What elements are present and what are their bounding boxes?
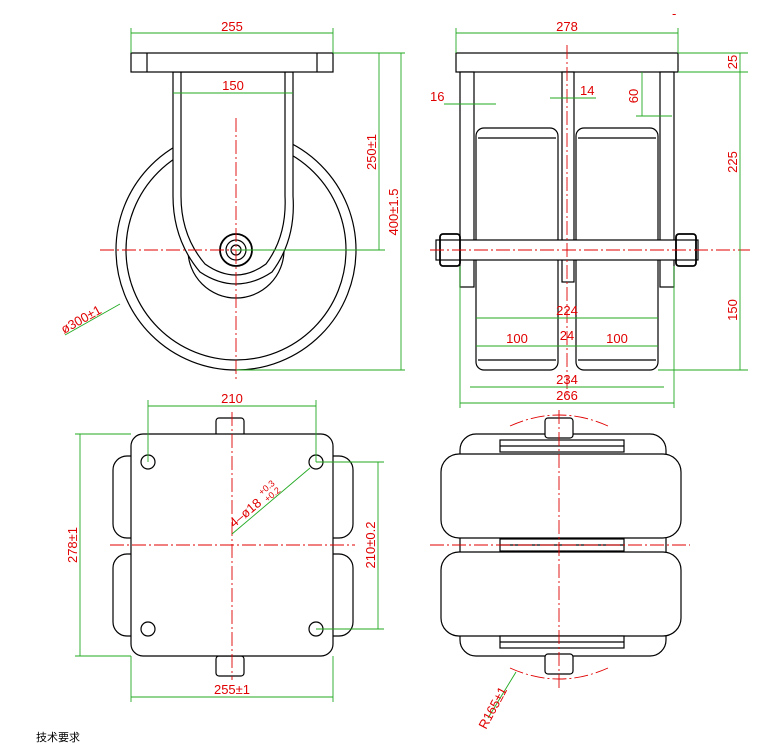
dim-plate-width: 255±1 bbox=[214, 682, 250, 697]
fork-leg-center bbox=[561, 71, 575, 283]
footer-note: 技术要求 bbox=[36, 731, 80, 743]
mounting-hole-bl bbox=[140, 621, 156, 637]
dim-tread-right: 100 bbox=[606, 331, 628, 346]
bottom-wheel-bottom bbox=[440, 551, 682, 637]
dim-center-leg-thickness: 14 bbox=[580, 83, 594, 98]
fork-leg-left bbox=[459, 71, 475, 288]
dim-overall-height: 400±1.5 bbox=[386, 189, 401, 236]
dim-plate-thickness: 25 bbox=[725, 55, 740, 69]
dim-upper-to-axle: 225 bbox=[725, 151, 740, 173]
plan-nut-bottom bbox=[215, 655, 245, 677]
dim-side-marker: - bbox=[672, 6, 676, 21]
fork-leg-right bbox=[659, 71, 675, 288]
dim-side-overall-width: 278 bbox=[556, 19, 578, 34]
plan-view: 210 210±0.2 278±1 255±1 4–ø18 +0.3 +0.2 bbox=[65, 391, 384, 702]
dim-axle-length: 266 bbox=[556, 388, 578, 403]
dim-hole-leader bbox=[231, 467, 311, 535]
fork-body bbox=[172, 71, 294, 285]
dim-tread-left: 100 bbox=[506, 331, 528, 346]
side-view: 278 - 25 225 150 60 16 14 224 100 24 100… bbox=[430, 6, 750, 408]
dim-hole-spacing-y: 210±0.2 bbox=[363, 522, 378, 569]
dim-radius-leader bbox=[487, 671, 517, 719]
dim-leg-thickness: 16 bbox=[430, 89, 444, 104]
dim-diameter-leader bbox=[64, 303, 121, 336]
dim-wheel-diameter: ø300±1 bbox=[58, 302, 104, 336]
dim-height-to-axle: 250±1 bbox=[364, 134, 379, 170]
dim-hole-spacing-x: 210 bbox=[221, 391, 243, 406]
dim-top-plate-width: 255 bbox=[221, 19, 243, 34]
dim-plate-length: 278±1 bbox=[65, 527, 80, 563]
front-view: 255 150 250±1 400±1.5 ø300±1 bbox=[58, 19, 405, 382]
dim-tread-total: 224 bbox=[556, 303, 578, 318]
dim-fork-width: 150 bbox=[222, 78, 244, 93]
dim-axle-to-floor: 150 bbox=[725, 299, 740, 321]
dim-hub-width: 234 bbox=[556, 372, 578, 387]
top-plate bbox=[130, 52, 334, 73]
dim-tread-gap: 24 bbox=[560, 328, 574, 343]
bottom-view: R165±1 bbox=[430, 410, 690, 731]
bottom-wheel-top bbox=[440, 453, 682, 539]
dim-upper-leg-height: 60 bbox=[626, 89, 641, 103]
dim-swing-radius: R165±1 bbox=[475, 684, 510, 731]
